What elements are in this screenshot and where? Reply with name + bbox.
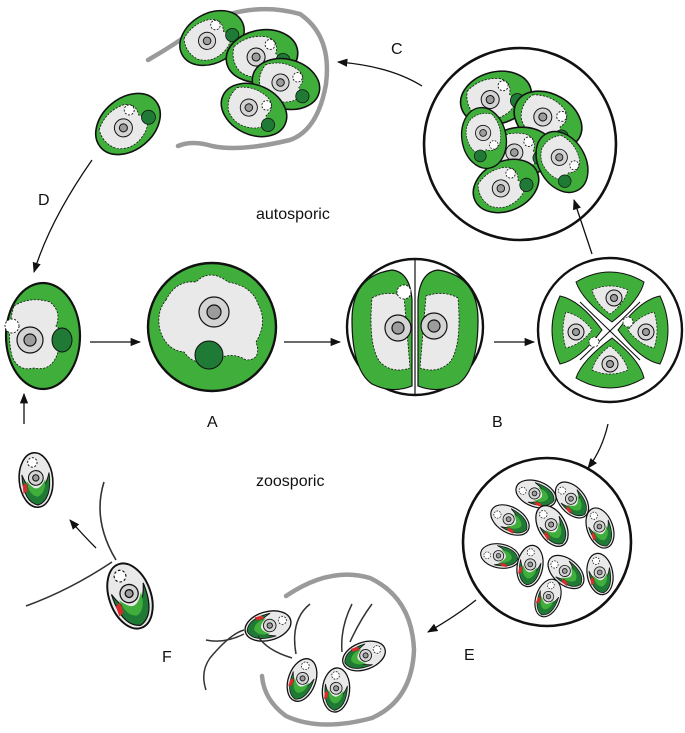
autospore-sporangium [424,48,616,240]
vegetative-cell [5,283,80,389]
released-zoospores [204,575,414,725]
stage-label-D: D [38,193,50,209]
four-cell-stage [538,258,682,402]
pathway-label-zoosporic: zoosporic [256,474,324,490]
mother-cell-A [148,263,276,391]
stage-label-A: A [207,415,218,431]
pathway-label-autosporic: autosporic [256,207,330,223]
stage-label-C: C [391,42,403,58]
stage-label-B: B [492,415,503,431]
released-autospores [84,0,327,167]
zoospore-sporangium [463,458,631,626]
stage-label-F: F [162,650,172,666]
stage-label-E: E [464,648,475,664]
two-cell-stage [347,259,483,395]
swimming-zoospores [17,451,161,635]
